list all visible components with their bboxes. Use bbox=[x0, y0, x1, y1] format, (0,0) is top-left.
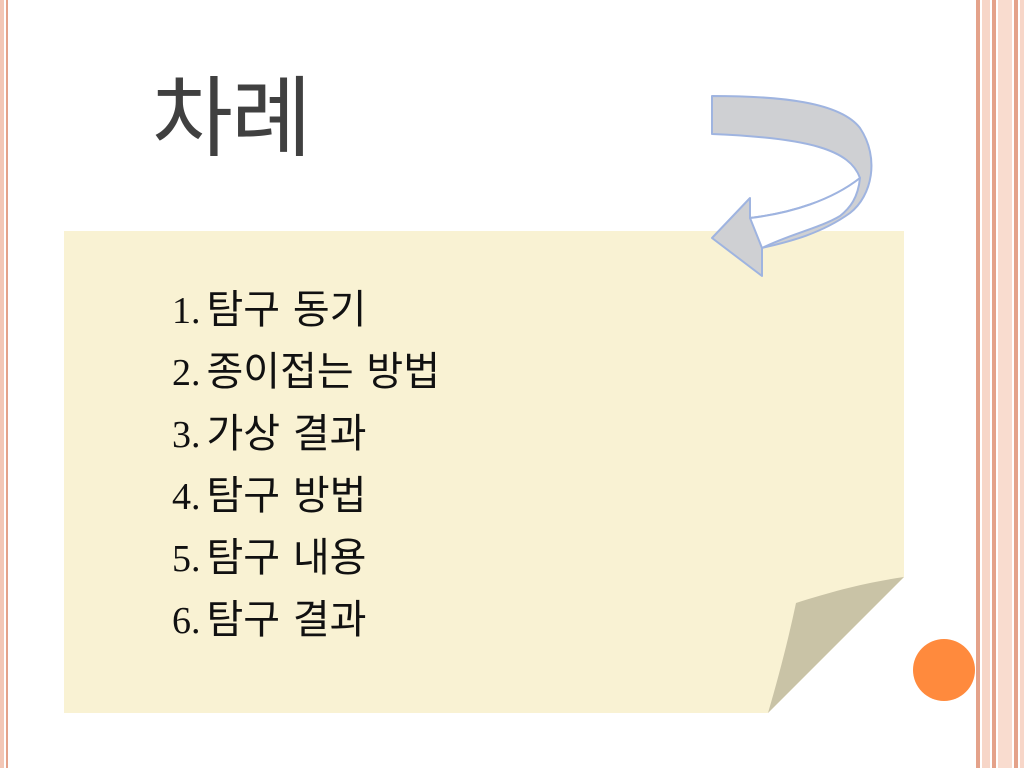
toc-item-text: 종이접는 방법 bbox=[206, 349, 441, 395]
toc-item-number: 1. bbox=[172, 290, 201, 332]
curved-arrow-icon bbox=[711, 95, 873, 277]
slide-title: 차례 bbox=[152, 67, 312, 170]
toc-item: 2.종이접는 방법 bbox=[172, 340, 440, 402]
table-of-contents: 1.탐구 동기 2.종이접는 방법 3.가상 결과 4.탐구 방법 5.탐구 내… bbox=[172, 278, 440, 650]
left-edge-decoration bbox=[0, 0, 12, 768]
toc-item: 6.탐구 결과 bbox=[172, 588, 440, 650]
right-edge-stripe bbox=[982, 0, 990, 768]
toc-item-text: 탐구 방법 bbox=[206, 473, 367, 519]
toc-item-number: 2. bbox=[172, 352, 201, 394]
right-edge-stripe bbox=[1020, 0, 1024, 768]
toc-item-number: 5. bbox=[172, 538, 201, 580]
toc-item-number: 4. bbox=[172, 476, 201, 518]
left-edge-stripe bbox=[0, 0, 4, 768]
right-edge-stripe bbox=[1014, 0, 1018, 768]
toc-item-text: 탐구 결과 bbox=[206, 597, 367, 643]
toc-item-text: 가상 결과 bbox=[206, 411, 367, 457]
right-edge-stripe bbox=[976, 0, 980, 768]
toc-item: 3.가상 결과 bbox=[172, 402, 440, 464]
toc-item-text: 탐구 내용 bbox=[206, 535, 367, 581]
toc-item-text: 탐구 동기 bbox=[206, 287, 367, 333]
right-edge-stripe bbox=[998, 0, 1012, 768]
toc-item-number: 6. bbox=[172, 600, 201, 642]
right-edge-stripe bbox=[992, 0, 996, 768]
right-edge-decoration bbox=[976, 0, 1024, 768]
left-edge-stripe bbox=[6, 0, 8, 768]
toc-item: 4.탐구 방법 bbox=[172, 464, 440, 526]
sticky-note-body bbox=[64, 231, 904, 713]
toc-item: 1.탐구 동기 bbox=[172, 278, 440, 340]
orange-circle-decoration bbox=[913, 639, 975, 701]
sticky-note bbox=[64, 231, 904, 713]
toc-item-number: 3. bbox=[172, 414, 201, 456]
sticky-note-curl bbox=[768, 577, 904, 713]
toc-item: 5.탐구 내용 bbox=[172, 526, 440, 588]
